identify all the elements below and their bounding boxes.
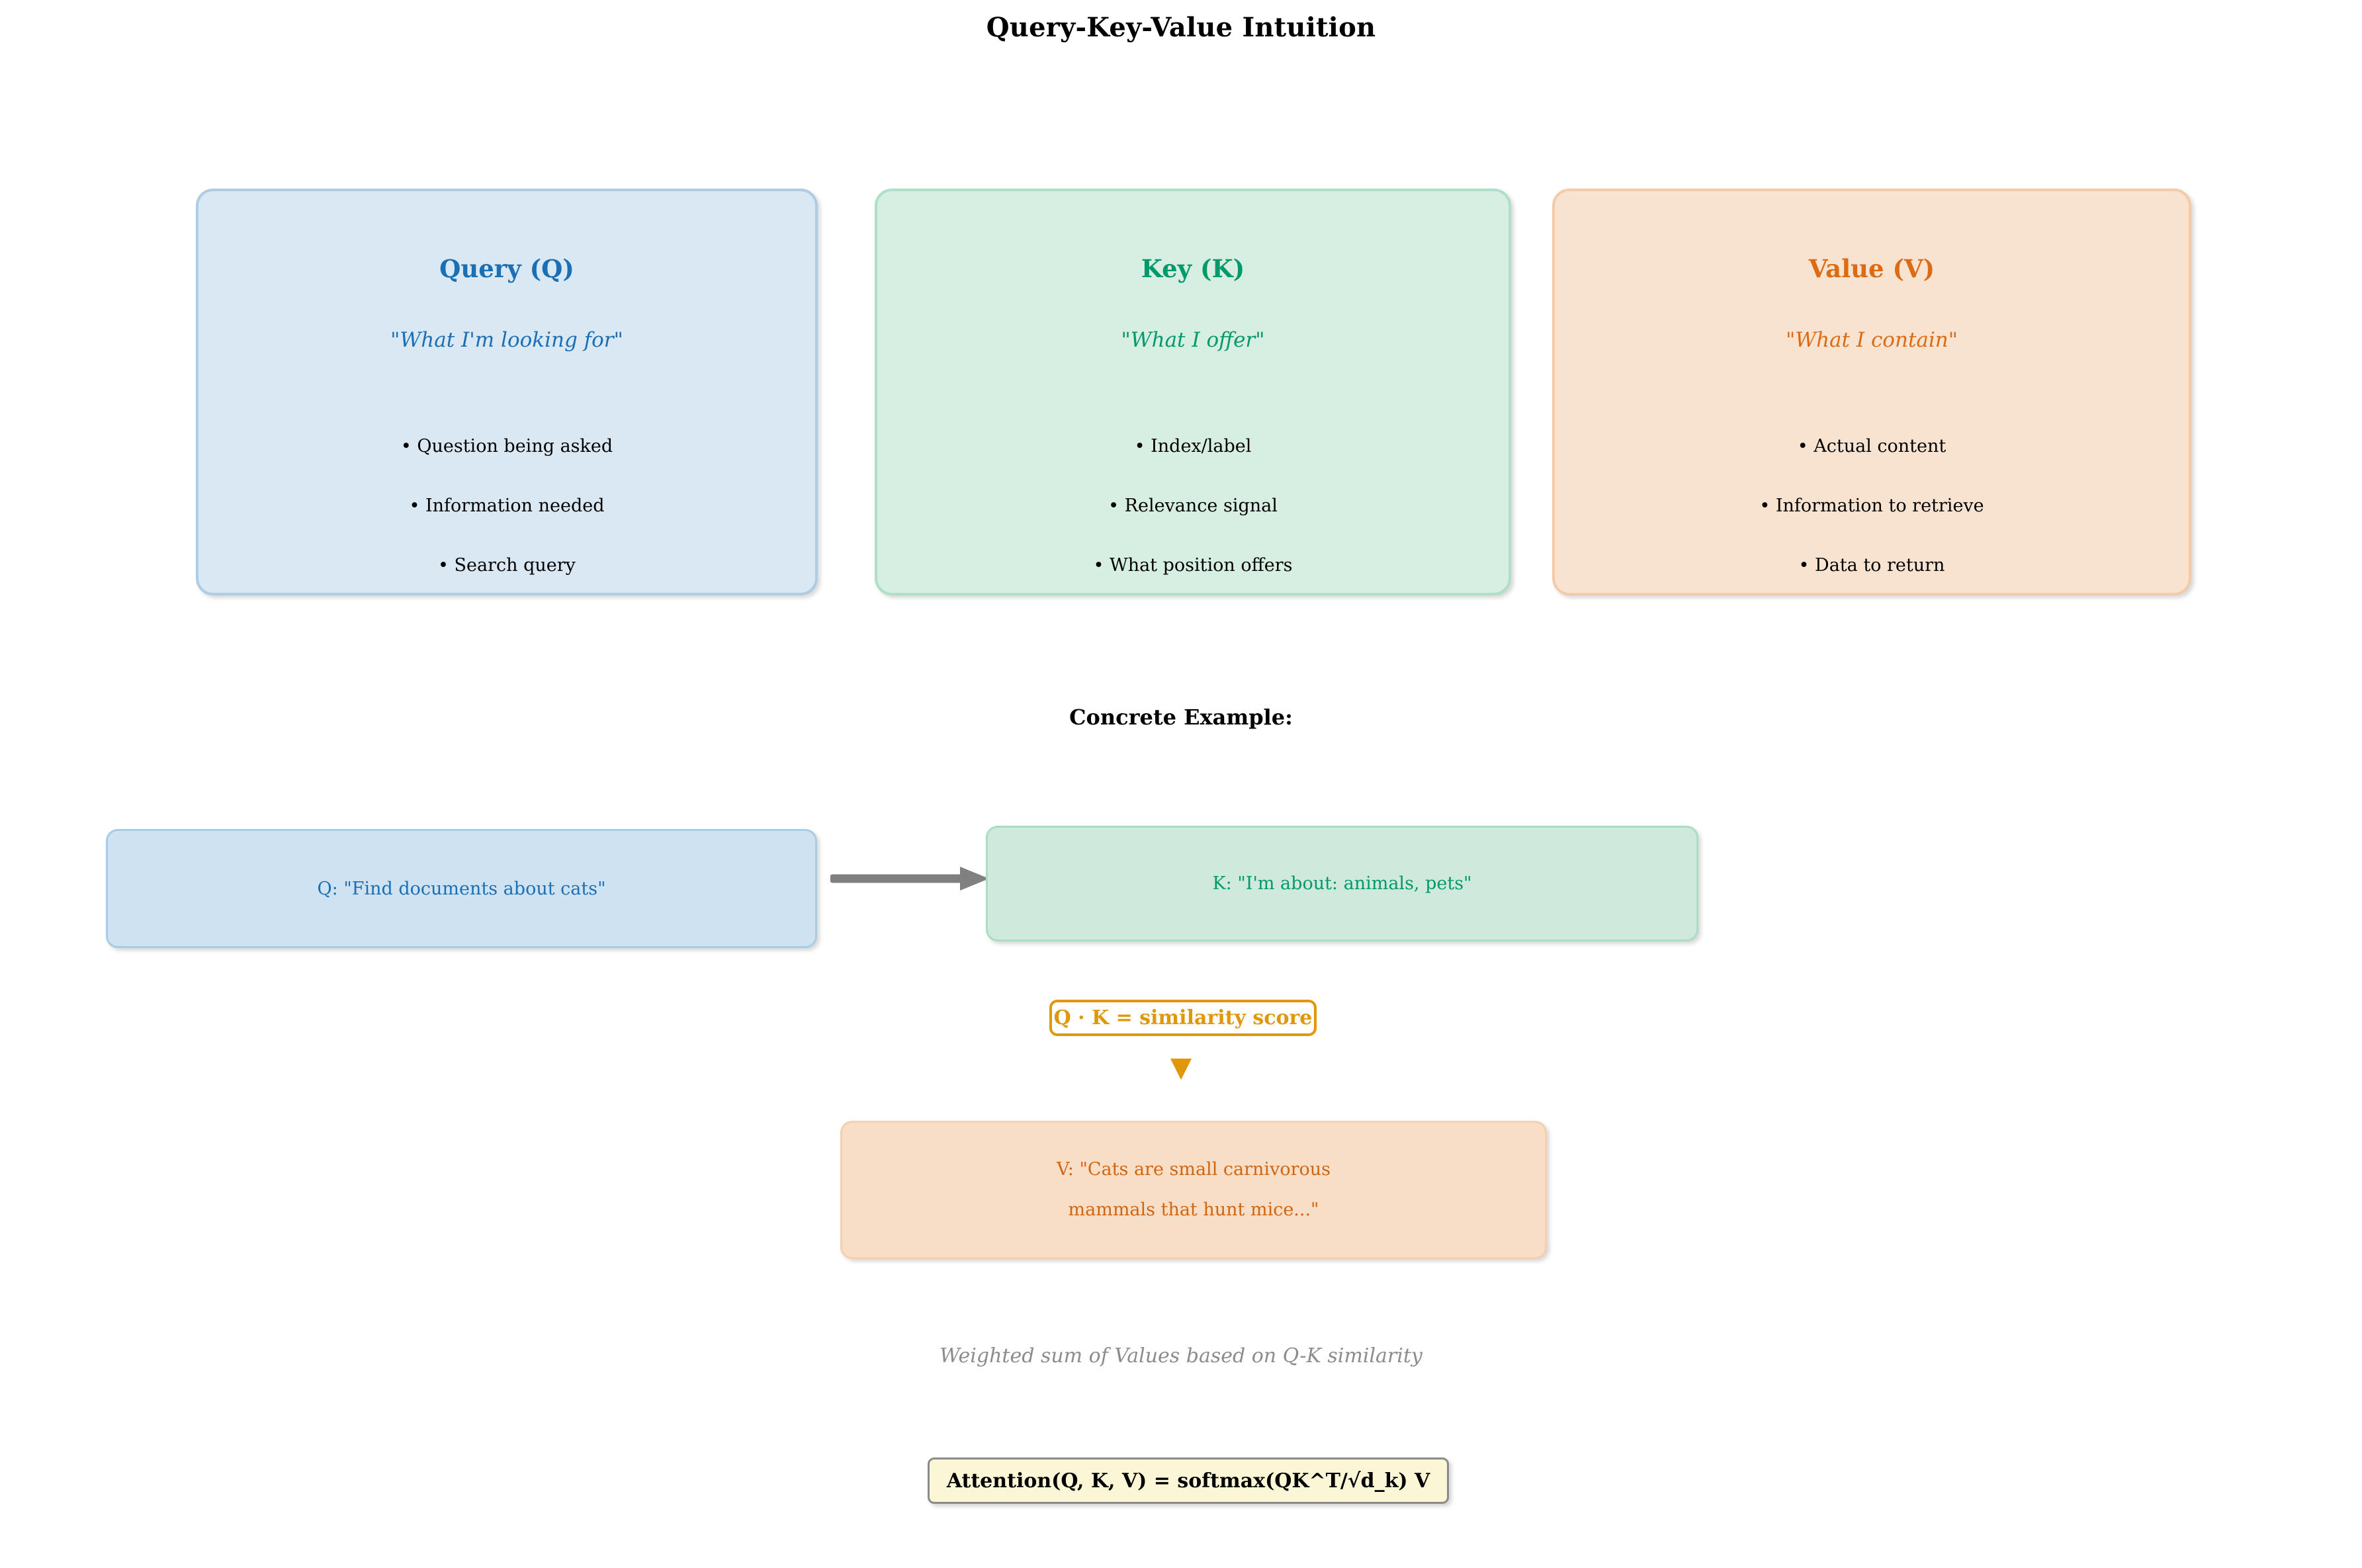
example-value-line-1: V: "Cats are small carnivorous: [1057, 1158, 1331, 1180]
card-title-query: Query (Q): [439, 254, 574, 283]
list-item: • What position offers: [1093, 555, 1293, 576]
card-subtitle-key: "What I offer": [1121, 328, 1265, 352]
example-box-query: Q: "Find documents about cats": [106, 829, 817, 948]
example-heading: Concrete Example:: [1069, 705, 1293, 730]
example-value-line-2: mammals that hunt mice...": [1068, 1199, 1319, 1220]
list-item: • Question being asked: [400, 436, 613, 457]
arrow-query-to-key-icon: [830, 867, 989, 891]
card-title-value: Value (V): [1808, 254, 1935, 283]
concept-card-key: Key (K) "What I offer" • Index/label • R…: [875, 189, 1511, 595]
attention-formula-box: Attention(Q, K, V) = softmax(QK^T/√d_k) …: [928, 1458, 1449, 1504]
list-item: • Information to retrieve: [1759, 496, 1984, 516]
similarity-score-badge: Q · K = similarity score: [1049, 1000, 1317, 1036]
concept-card-value: Value (V) "What I contain" • Actual cont…: [1552, 189, 2191, 595]
card-bullets-query: • Question being asked • Information nee…: [198, 437, 815, 574]
list-item: • Data to return: [1798, 555, 1945, 576]
list-item: • Information needed: [409, 496, 605, 516]
page-title: Query-Key-Value Intuition: [986, 12, 1376, 43]
weighted-sum-caption: Weighted sum of Values based on Q-K simi…: [940, 1344, 1422, 1368]
card-bullets-key: • Index/label • Relevance signal • What …: [877, 437, 1509, 574]
list-item: • Actual content: [1797, 436, 1946, 457]
card-subtitle-query: "What I'm looking for": [390, 328, 623, 352]
card-title-key: Key (K): [1141, 254, 1245, 283]
list-item: • Relevance signal: [1108, 496, 1278, 516]
list-item: • Search query: [438, 555, 576, 576]
arrow-down-icon: ▼: [1170, 1051, 1192, 1083]
example-box-value: V: "Cats are small carnivorous mammals t…: [840, 1121, 1547, 1259]
list-item: • Index/label: [1134, 436, 1252, 457]
card-subtitle-value: "What I contain": [1785, 328, 1958, 352]
concept-card-query: Query (Q) "What I'm looking for" • Quest…: [196, 189, 818, 595]
card-bullets-value: • Actual content • Information to retrie…: [1555, 437, 2189, 574]
example-box-key: K: "I'm about: animals, pets": [986, 826, 1698, 941]
